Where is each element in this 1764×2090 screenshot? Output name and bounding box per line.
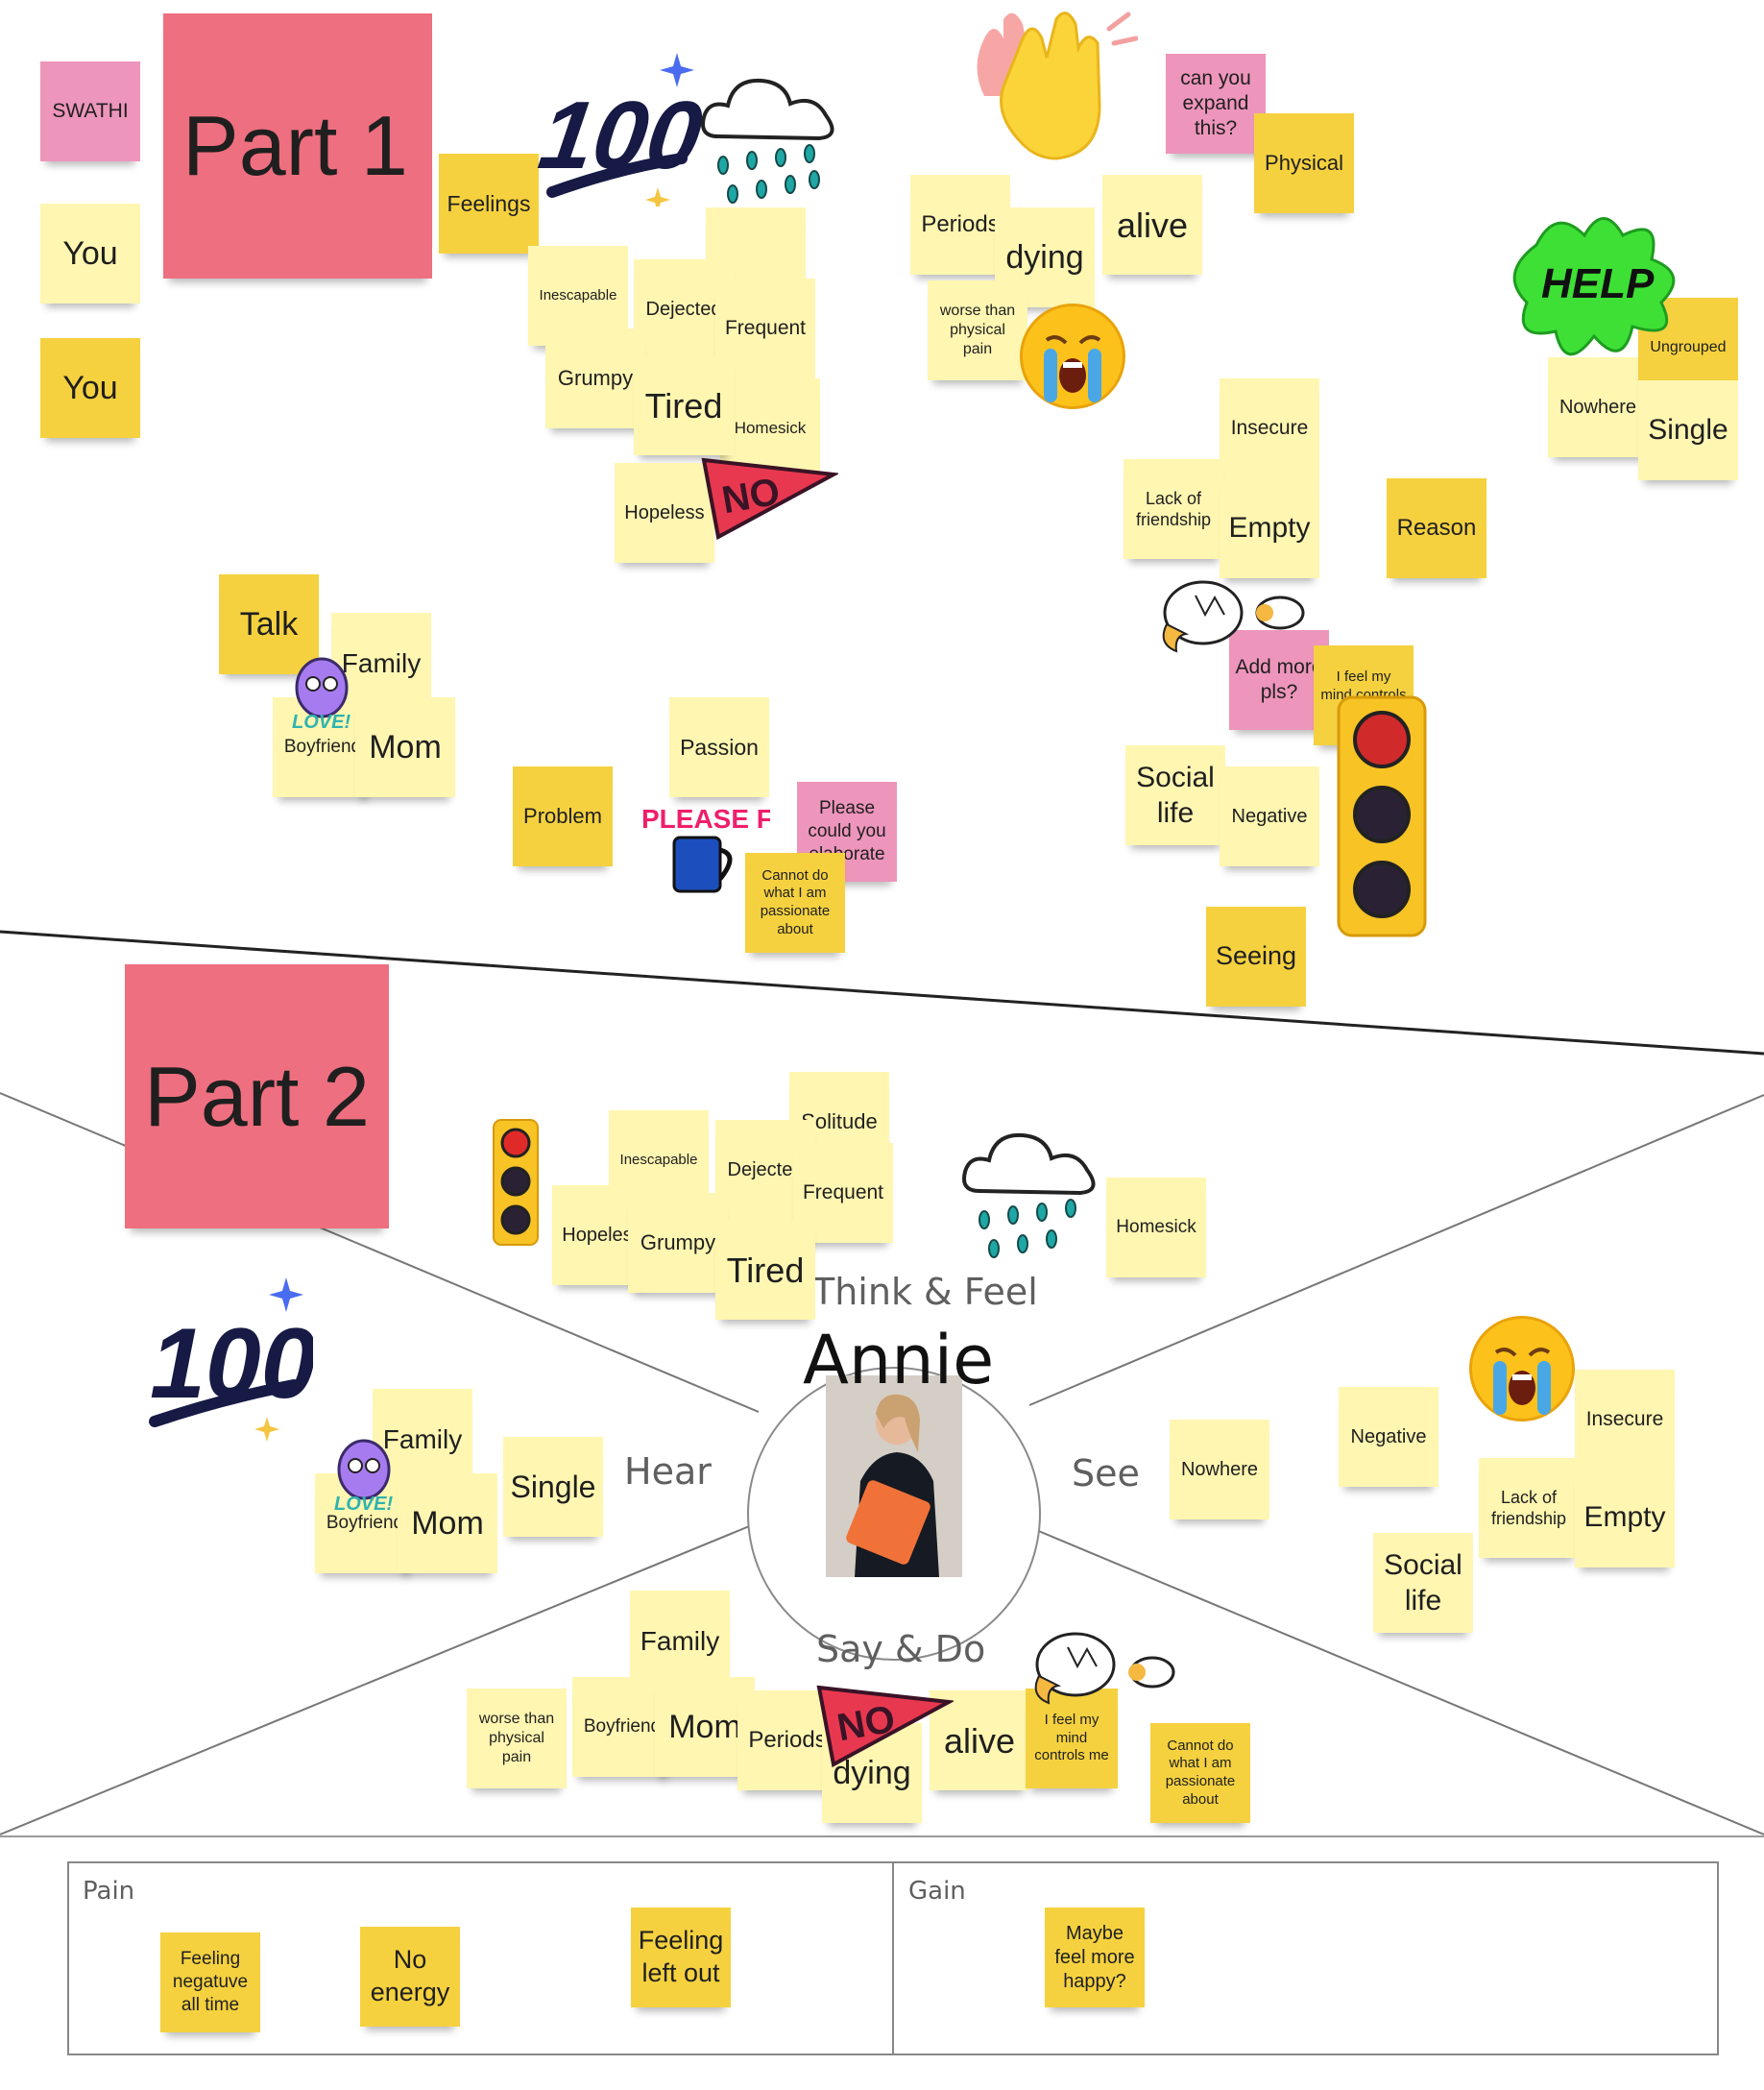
part1-title[interactable]: Part 1	[163, 13, 432, 279]
gain-note-happy[interactable]: Maybe feel more happy?	[1045, 1908, 1145, 2007]
note-can-you-expand[interactable]: can you expand this?	[1166, 54, 1266, 154]
p2-note-periods[interactable]: Periods	[737, 1690, 837, 1790]
note-alive[interactable]: alive	[1102, 175, 1202, 275]
hundred-sticker-icon[interactable]: 100	[533, 53, 709, 212]
rain-cloud-icon	[699, 69, 841, 223]
p2-note-grumpy[interactable]: Grumpy	[628, 1193, 728, 1293]
speech-bubble-icon	[1157, 576, 1311, 663]
persona-photo	[826, 1375, 962, 1577]
note-feelings[interactable]: Feelings	[439, 154, 539, 254]
note-empty-1[interactable]: Empty	[1220, 478, 1319, 578]
crying-emoji-icon-2	[1469, 1316, 1575, 1422]
note-single-1[interactable]: Single	[1638, 380, 1738, 480]
please-fix-text: PLEASE FIX	[641, 804, 770, 834]
note-you-2[interactable]: You	[40, 338, 140, 438]
p2-note-mom[interactable]: Mom	[398, 1473, 497, 1573]
gain-label: Gain	[908, 1877, 966, 1906]
note-family-1[interactable]: Family	[331, 613, 431, 713]
note-physical[interactable]: Physical	[1254, 113, 1354, 213]
note-talk[interactable]: Talk	[219, 574, 319, 674]
note-social-life-1[interactable]: Social life	[1125, 745, 1225, 845]
p2-note-family[interactable]: Family	[373, 1389, 472, 1489]
note-nowhere-1[interactable]: Nowhere	[1548, 357, 1648, 457]
note-homesick[interactable]: Homesick	[720, 378, 820, 478]
p2-note-empty[interactable]: Empty	[1575, 1468, 1675, 1568]
no-pennant-icon-2[interactable]: NO	[814, 1683, 955, 1769]
note-add-more[interactable]: Add more pls?	[1229, 630, 1329, 730]
rain-cloud-icon-2	[960, 1124, 1102, 1277]
traffic-light-icon	[1335, 693, 1429, 939]
persona-name: Annie	[803, 1321, 995, 1399]
note-tired[interactable]: Tired	[634, 355, 734, 455]
no-pennant-icon[interactable]: NO	[699, 455, 840, 542]
note-mom-1[interactable]: Mom	[355, 697, 455, 797]
p2-note-mind-controls[interactable]: I feel my mind controls me	[1026, 1689, 1118, 1788]
love-monster-icon: LOVE!	[284, 649, 359, 738]
help-splat-icon[interactable]: HELP	[1498, 207, 1690, 379]
note-seeing[interactable]: Seeing	[1206, 907, 1306, 1007]
pain-note-feeling-negative[interactable]: Feeling negatuve all time	[160, 1932, 260, 2032]
p2-note-lack-of-friendship[interactable]: Lack of friendship	[1479, 1458, 1579, 1558]
p2-note-worse-than-pain[interactable]: worse than physical pain	[467, 1689, 567, 1788]
p2-note-nowhere[interactable]: Nowhere	[1170, 1420, 1269, 1519]
quadrant-say-do: Say & Do	[816, 1628, 986, 1670]
note-hopeless[interactable]: Hopeless	[615, 463, 714, 563]
pain-note-no-energy[interactable]: No energy	[360, 1927, 460, 2027]
p2-note-homesick[interactable]: Homesick	[1106, 1178, 1206, 1277]
traffic-light-icon-2	[492, 1118, 540, 1247]
note-you-1[interactable]: You	[40, 204, 140, 304]
note-lack-of-friendship-1[interactable]: Lack of friendship	[1124, 459, 1223, 559]
note-problem[interactable]: Problem	[513, 766, 613, 866]
no-text-1: NO	[719, 471, 784, 522]
quadrant-think-feel: Think & Feel	[812, 1271, 1038, 1313]
p2-note-insecure[interactable]: Insecure	[1575, 1370, 1675, 1470]
speech-bubble-icon-2	[1029, 1628, 1183, 1714]
love-text-2: LOVE!	[334, 1494, 393, 1515]
crying-emoji-icon	[1020, 304, 1125, 409]
pain-note-left-out[interactable]: Feeling left out	[631, 1908, 731, 2007]
note-periods[interactable]: Periods	[910, 175, 1010, 275]
quadrant-hear: Hear	[624, 1450, 712, 1493]
hundred-sticker-icon-2[interactable]: 100	[121, 1277, 317, 1450]
note-cannot-do-1[interactable]: Cannot do what I am passionate about	[745, 853, 845, 953]
love-text-1: LOVE!	[292, 712, 350, 733]
p2-note-alive[interactable]: alive	[930, 1690, 1029, 1790]
note-insecure[interactable]: Insecure	[1220, 378, 1319, 478]
p2-note-negative[interactable]: Negative	[1339, 1387, 1438, 1487]
note-reason[interactable]: Reason	[1387, 478, 1486, 578]
p2-note-social-life[interactable]: Social life	[1373, 1533, 1473, 1633]
love-monster-icon-2: LOVE!	[326, 1431, 401, 1519]
part2-title[interactable]: Part 2	[125, 964, 389, 1228]
pain-label: Pain	[83, 1877, 135, 1906]
quadrant-see: See	[1072, 1452, 1140, 1495]
author-note[interactable]: SWATHI	[40, 61, 140, 161]
no-text-2: NO	[834, 1698, 899, 1750]
p2-note-single[interactable]: Single	[503, 1437, 603, 1537]
please-fix-mug-icon[interactable]: PLEASE FIX	[636, 797, 799, 932]
note-grumpy[interactable]: Grumpy	[545, 328, 645, 428]
p2-note-family-2[interactable]: Family	[630, 1591, 730, 1690]
p2-note-cannot-do[interactable]: Cannot do what I am passionate about	[1150, 1723, 1250, 1823]
p2-note-tired[interactable]: Tired	[715, 1220, 815, 1320]
note-passion[interactable]: Passion	[669, 697, 769, 797]
note-worse-than-pain[interactable]: worse than physical pain	[928, 280, 1027, 380]
note-negative-1[interactable]: Negative	[1220, 766, 1319, 866]
wave-hand-icon	[965, 0, 1139, 163]
help-text: HELP	[1541, 260, 1655, 307]
